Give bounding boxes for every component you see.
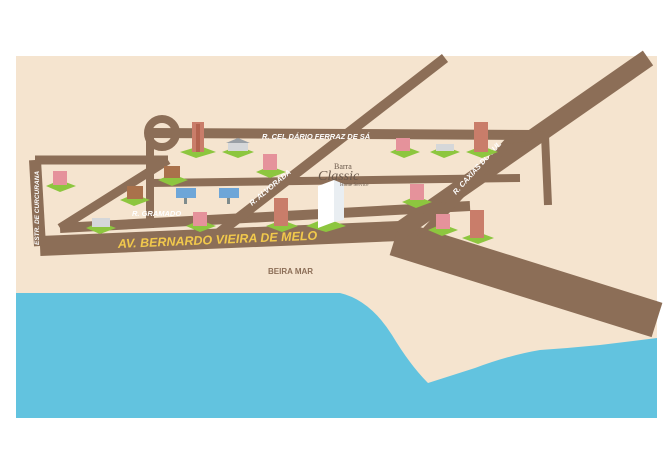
building-billboard-1	[176, 188, 196, 204]
building-house-3	[86, 218, 116, 234]
building-billboard-2	[219, 188, 239, 204]
logo-line1: Barra	[334, 162, 352, 171]
label-gramado: R. GRAMADO	[132, 209, 181, 218]
building-wood-1	[158, 166, 188, 186]
buildings	[46, 122, 498, 244]
label-beira-mar: BEIRA MAR	[268, 267, 313, 276]
road-bernardo	[39, 221, 401, 256]
building-pink-1	[256, 154, 286, 178]
building-tower-4	[462, 210, 494, 244]
road-caxias	[416, 131, 519, 242]
building-house-1	[222, 138, 254, 158]
building-pink-5	[402, 184, 432, 208]
road-right-link	[504, 130, 552, 206]
label-curcurana: ESTR. DE CURCURANA	[34, 171, 41, 245]
building-house-2	[430, 144, 460, 158]
road-alvorada	[211, 54, 449, 240]
sea	[16, 293, 657, 418]
building-wood-2	[120, 186, 150, 206]
label-cel-dario: R. CEL DÁRIO FERRAZ DE SÁ	[262, 132, 370, 141]
building-tower-3	[266, 198, 298, 232]
road-beira-right	[389, 220, 663, 338]
building-pink-6	[428, 214, 458, 236]
building-pink-2	[390, 138, 420, 158]
building-barra-classic	[306, 180, 346, 232]
road-curcurana	[29, 159, 46, 247]
barra-classic-logo: Barra Classic Home Service	[318, 162, 369, 188]
logo-line3: Home Service	[340, 183, 369, 188]
building-tower-1	[180, 122, 216, 158]
roundabout	[144, 115, 180, 151]
logo-line2: Classic	[318, 169, 360, 184]
building-tower-2	[466, 122, 498, 158]
road-gramado	[59, 201, 471, 233]
building-pink-4	[186, 212, 216, 232]
building-pink-3	[46, 171, 76, 192]
